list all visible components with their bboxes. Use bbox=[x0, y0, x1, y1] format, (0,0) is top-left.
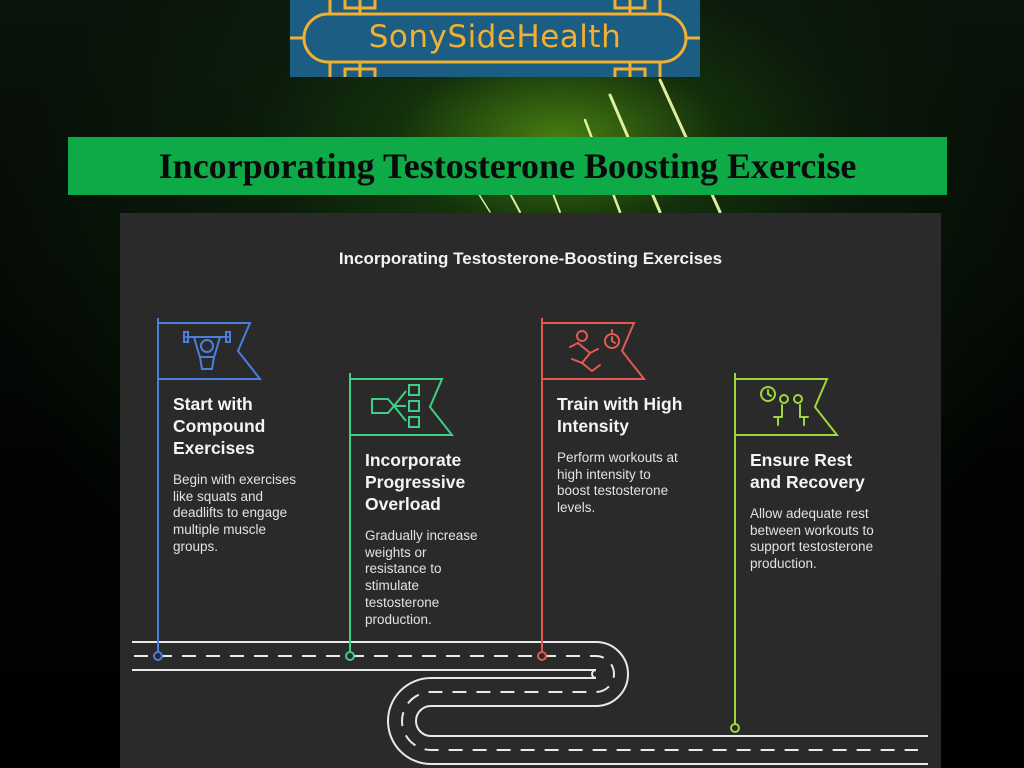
logo-banner: SonySideHealth bbox=[290, 0, 700, 77]
step-4: Ensure Rest and Recovery Allow adequate … bbox=[750, 449, 910, 573]
step-3: Train with High Intensity Perform workou… bbox=[557, 393, 717, 517]
rest-clock-icon bbox=[760, 386, 809, 426]
step-2-description: Gradually increase weights or resistance… bbox=[365, 528, 478, 627]
step-4-description: Allow adequate rest between workouts to … bbox=[750, 506, 874, 572]
infographic-panel: Incorporating Testosterone-Boosting Exer… bbox=[120, 213, 941, 768]
step-3-description: Perform workouts at high intensity to bo… bbox=[557, 450, 678, 516]
roadmap-road bbox=[132, 318, 928, 765]
infographic-title: Incorporating Testosterone-Boosting Exer… bbox=[338, 249, 723, 268]
step-4-flag bbox=[730, 373, 840, 733]
step-2-title: Incorporate Progressive Overload bbox=[365, 450, 466, 514]
step-3-title: Train with High Intensity bbox=[557, 394, 683, 436]
logo-text: SonySideHealth bbox=[368, 19, 622, 55]
step-2: Incorporate Progressive Overload Gradual… bbox=[365, 449, 525, 628]
weightlifter-icon bbox=[183, 331, 231, 370]
step-4-title: Ensure Rest and Recovery bbox=[750, 450, 865, 492]
sprinter-stopwatch-icon bbox=[569, 329, 620, 373]
page-title: Incorporating Testosterone Boosting Exer… bbox=[158, 146, 857, 186]
step-3-flag bbox=[537, 318, 647, 661]
progression-icon bbox=[371, 384, 420, 428]
step-1: Start with Compound Exercises Begin with… bbox=[173, 393, 333, 556]
logo-frame bbox=[290, 0, 700, 77]
step-1-flag bbox=[153, 318, 263, 661]
step-2-flag bbox=[345, 373, 455, 661]
step-1-description: Begin with exercises like squats and dea… bbox=[173, 472, 297, 554]
step-1-title: Start with Compound Exercises bbox=[173, 394, 266, 458]
title-bar: Incorporating Testosterone Boosting Exer… bbox=[68, 137, 947, 195]
